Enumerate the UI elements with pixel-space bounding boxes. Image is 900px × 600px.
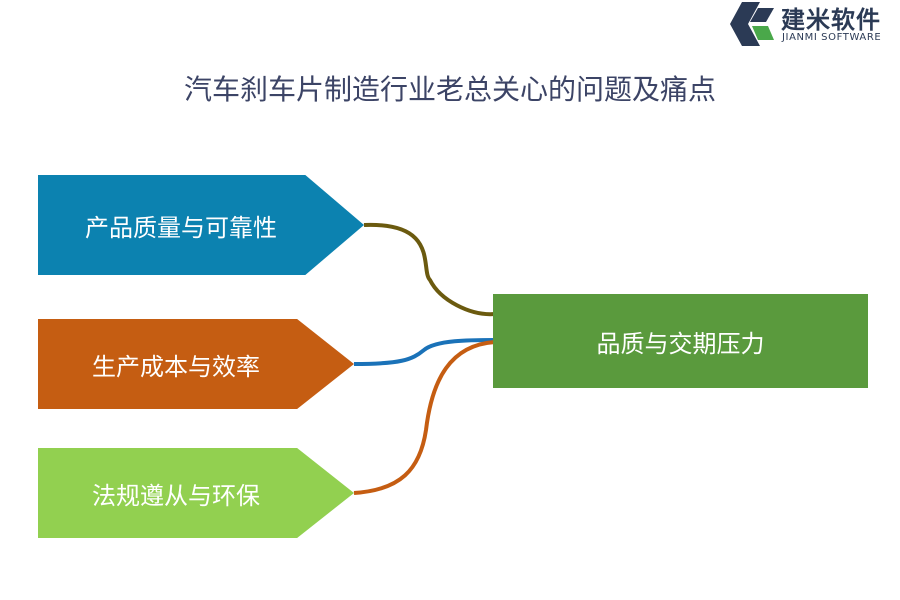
brand-logo: 建米软件 JIANMI SOFTWARE xyxy=(724,0,900,48)
jianmi-logo-icon xyxy=(730,2,774,46)
connector-line-compliance xyxy=(353,340,496,495)
pain-point-quality-reliability: 产品质量与可靠性 xyxy=(38,175,364,275)
pain-point-cost-efficiency: 生产成本与效率 xyxy=(38,319,354,409)
core-pressure-box: 品质与交期压力 xyxy=(493,294,868,388)
logo-text-en: JIANMI SOFTWARE xyxy=(782,32,882,43)
connector-line-quality xyxy=(363,222,496,317)
pain-point-compliance-environment: 法规遵从与环保 xyxy=(38,448,354,538)
logo-text-cn: 建米软件 xyxy=(781,6,881,34)
page-title: 汽车刹车片制造行业老总关心的问题及痛点 xyxy=(183,73,716,106)
connector-line-cost xyxy=(353,338,496,366)
